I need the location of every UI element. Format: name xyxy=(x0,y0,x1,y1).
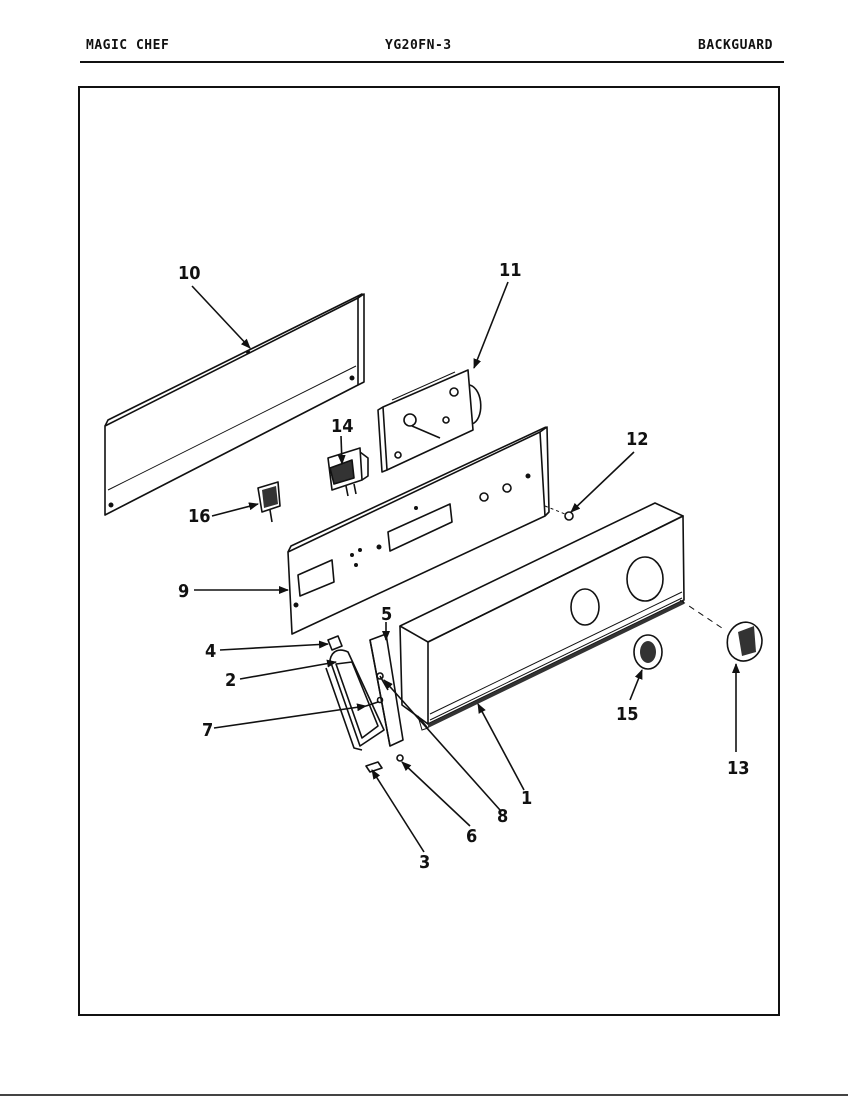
part-1-backguard-housing xyxy=(399,502,685,731)
callout-2: 2 xyxy=(225,670,236,691)
callout-15: 15 xyxy=(616,704,639,725)
header-model: YG20FN-3 xyxy=(385,38,452,53)
callout-6: 6 xyxy=(466,826,477,847)
callout-11: 11 xyxy=(499,260,522,281)
diagram-frame xyxy=(78,86,780,1016)
callout-5: 5 xyxy=(381,604,392,625)
callout-9: 9 xyxy=(178,581,189,602)
callout-7: 7 xyxy=(202,720,213,741)
bottom-rule xyxy=(0,1094,848,1096)
callout-10: 10 xyxy=(178,263,201,284)
callout-4: 4 xyxy=(205,641,216,662)
part-11-control-bracket xyxy=(377,369,482,473)
part-4-clip xyxy=(327,635,343,651)
callout-16: 16 xyxy=(188,506,211,527)
header-section: BACKGUARD xyxy=(698,38,773,53)
part-3-clip xyxy=(365,761,383,773)
part-16-terminal-block xyxy=(257,481,281,523)
callout-8: 8 xyxy=(497,806,508,827)
part-5-bracket xyxy=(369,633,404,747)
header-brand: MAGIC CHEF xyxy=(86,38,170,53)
callout-1: 1 xyxy=(521,788,532,809)
callout-13: 13 xyxy=(727,758,750,779)
part-15-bezel xyxy=(633,634,663,670)
part-13-knob xyxy=(679,599,763,662)
header-rule xyxy=(80,61,784,63)
part-9-control-panel xyxy=(287,426,550,635)
callout-14: 14 xyxy=(331,416,354,437)
callout-12: 12 xyxy=(626,429,649,450)
part-10-rear-panel xyxy=(104,293,365,516)
part-14-switch xyxy=(327,447,369,497)
part-2-end-cap xyxy=(325,649,385,751)
part-6-screw xyxy=(396,754,404,762)
callout-3: 3 xyxy=(419,852,430,873)
part-7-fastener xyxy=(365,696,384,707)
part-12-screw xyxy=(544,505,574,521)
